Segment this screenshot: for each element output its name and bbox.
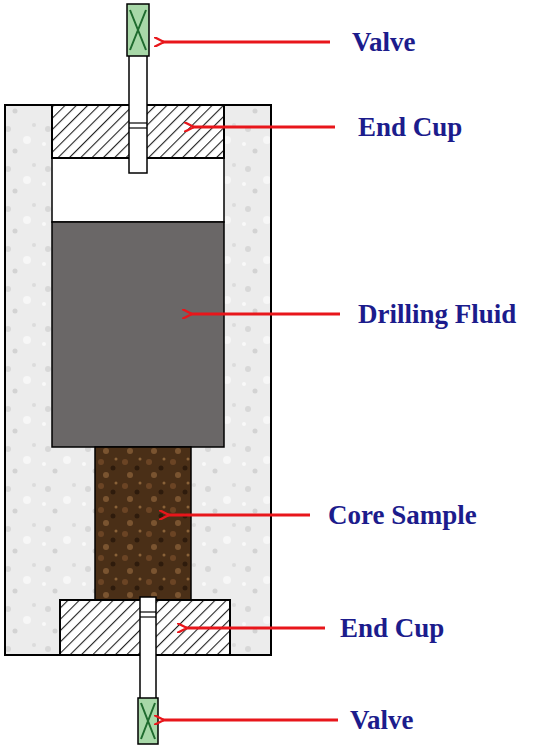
part-label: Core Sample [328,502,477,529]
part-label: Drilling Fluid [358,301,516,328]
part-label: End Cup [340,615,444,642]
part-label: Valve [350,707,414,734]
part-label: End Cup [358,114,462,141]
leader-arrows [162,42,340,720]
part-label: Valve [352,29,416,56]
